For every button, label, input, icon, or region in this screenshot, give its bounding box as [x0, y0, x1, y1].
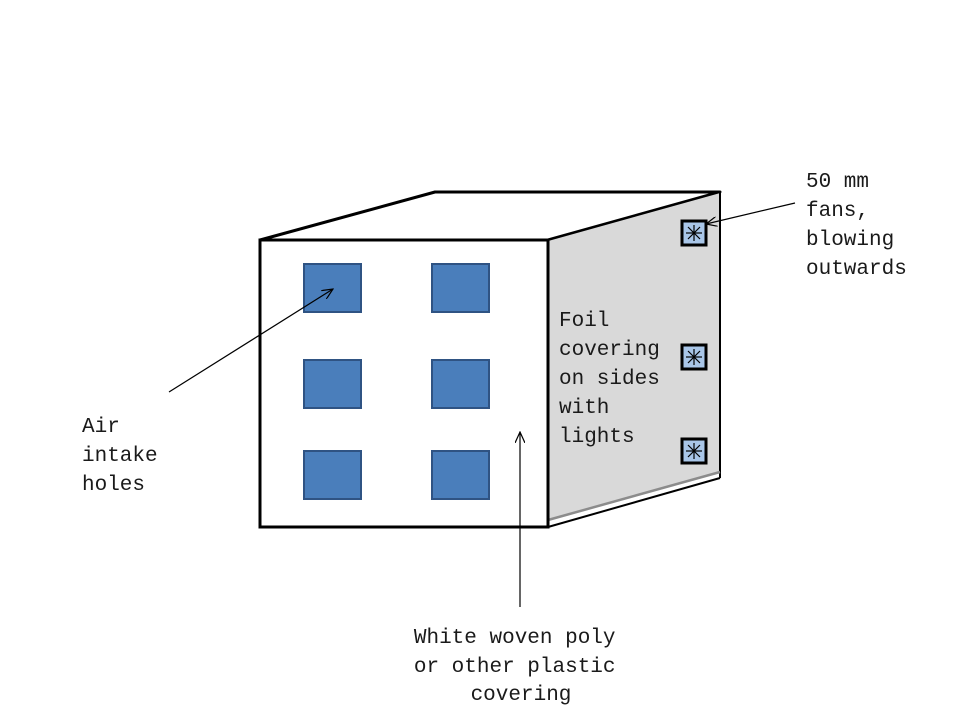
fans-label-line: outwards	[806, 258, 907, 281]
foil-label-line: with	[559, 397, 609, 420]
intake-hole	[303, 263, 362, 313]
air-intake-label-line: Air	[82, 416, 120, 439]
foil-label-line: lights	[559, 426, 635, 449]
fans-label-line: 50 mm	[806, 171, 869, 194]
intake-hole	[431, 359, 490, 409]
air-intake-label-line: holes	[82, 474, 145, 497]
air-intake-arrow	[168, 289, 333, 393]
intake-holes	[303, 263, 490, 500]
fan	[680, 343, 708, 371]
intake-hole	[431, 263, 490, 313]
air-intake-label: Air intake holes	[82, 416, 170, 497]
white-cover-label-line: or other plastic	[414, 656, 616, 679]
foil-label-line: covering	[559, 339, 660, 362]
box-side-bottom-edge	[547, 477, 721, 528]
intake-hole	[431, 450, 490, 500]
fans-label-line: fans,	[806, 200, 869, 223]
box-side-bottom-foil-edge	[547, 470, 721, 522]
foil-label: Foil covering on sides with lights	[559, 310, 672, 449]
white-cover-label-line: White woven poly	[414, 627, 616, 650]
box-side-top-edge	[547, 191, 721, 241]
white-cover-label: White woven poly or other plastic coveri…	[414, 627, 628, 707]
fans-arrow	[706, 202, 796, 224]
fan	[680, 437, 708, 465]
air-intake-label-line: intake	[82, 445, 158, 468]
intake-hole	[303, 359, 362, 409]
foil-label-line: on sides	[559, 368, 660, 391]
fan	[680, 219, 708, 247]
fans-label: 50 mm fans, blowing outwards	[806, 171, 907, 281]
fans-label-line: blowing	[806, 229, 894, 252]
box-side-face-foil	[548, 192, 720, 520]
intake-hole	[303, 450, 362, 500]
foil-label-line: Foil	[559, 310, 609, 333]
white-cover-label-line: covering	[471, 684, 572, 707]
